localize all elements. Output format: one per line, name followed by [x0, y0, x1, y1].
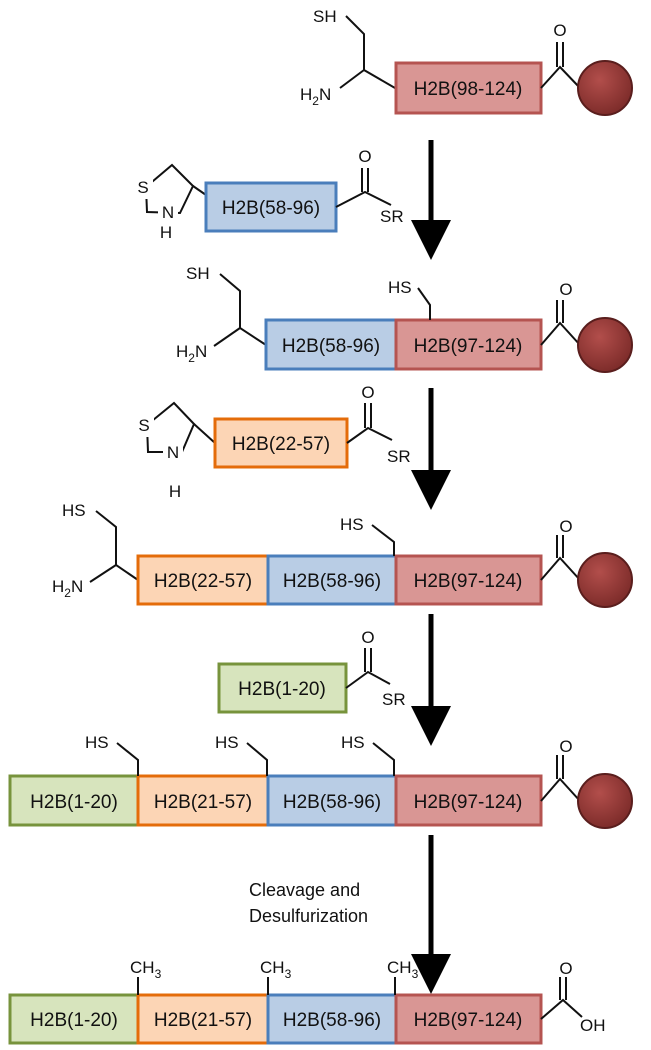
segment-h2b-58-96 [266, 554, 398, 606]
carbonyl-oxygen-label: O [559, 959, 572, 978]
carbonyl-oxygen-label: O [361, 383, 374, 402]
thioester-label: SR [380, 207, 404, 226]
segment-h2b-22-57 [136, 554, 270, 606]
methyl-label: CH3 [130, 958, 162, 981]
segment-h2b-58-96 [204, 181, 338, 233]
carbonyl-oxygen-label: O [559, 280, 572, 299]
carbonyl-oxygen-label: O [553, 21, 566, 40]
segment-label: H2B(21-57) [154, 792, 252, 813]
segment-label: H2B(58-96) [283, 1010, 381, 1031]
amine-label: H2N [300, 85, 331, 108]
thiol-label: SH [313, 7, 337, 26]
resin-bead [577, 552, 633, 608]
thiol-label: HS [62, 501, 86, 520]
thiol-label: HS [85, 733, 109, 752]
thiol-label: HS [340, 515, 364, 534]
segment-label: H2B(97-124) [414, 1010, 523, 1031]
carbonyl-oxygen-label: O [358, 147, 371, 166]
segment-label: H2B(1-20) [30, 1010, 118, 1031]
thioester-label: SR [387, 447, 411, 466]
thiol-label: SH [186, 264, 210, 283]
segment-h2b-97-124 [394, 554, 543, 606]
thiazolidine-h-label: H [160, 223, 172, 242]
step-note-line1: Cleavage and [249, 880, 360, 900]
hydroxyl-label: OH [580, 1016, 606, 1035]
thiazolidine-s-label: S [137, 178, 148, 197]
row-5-product: H2B(1-20) H2B(21-57) H2B(58-96) H2B(97-1… [8, 958, 606, 1045]
segment-label: H2B(97-124) [414, 571, 523, 592]
reagent-thz-h2b-22-57: S N H H2B(22-57) O SR [134, 383, 411, 501]
row-1: SH H2N H2B(98-124) O [300, 7, 633, 116]
segment-h2b-97-124 [394, 774, 543, 827]
segment-label: H2B(58-96) [282, 336, 380, 357]
row-3: HS H2N H2B(22-57) H2B(58-96) H2B(97-124)… [52, 501, 633, 608]
segment-h2b-58-96 [266, 774, 398, 827]
thiol-label: HS [341, 733, 365, 752]
amine-label: H2N [52, 577, 83, 600]
segment-label: H2B(58-96) [283, 792, 381, 813]
segment-label: H2B(22-57) [232, 434, 330, 455]
reagent-thz-h2b-58-96: S N H H2B(58-96) O SR [133, 147, 404, 242]
segment-label: H2B(58-96) [283, 571, 381, 592]
segment-h2b-1-20 [8, 993, 140, 1045]
thiazolidine-n-label: N [167, 443, 179, 462]
segment-h2b-97-124 [394, 318, 543, 371]
segment-h2b-21-57 [136, 993, 270, 1045]
segment-label: H2B(21-57) [154, 1010, 252, 1031]
segment-h2b-98-124 [394, 61, 543, 115]
carbonyl-oxygen-label: O [559, 517, 572, 536]
carbonyl-oxygen-label: O [361, 628, 374, 647]
resin-bead [577, 317, 633, 373]
segment-h2b-1-20 [217, 662, 348, 714]
segment-label: H2B(1-20) [238, 679, 326, 700]
thioester-label: SR [382, 690, 406, 709]
row-4: H2B(1-20) H2B(21-57) H2B(58-96) H2B(97-1… [8, 733, 633, 829]
reagent-h2b-1-20: H2B(1-20) O SR [217, 628, 406, 714]
thiazolidine-s-label: S [138, 416, 149, 435]
amine-label: H2N [176, 342, 207, 365]
methyl-label: CH3 [260, 958, 292, 981]
segment-label: H2B(98-124) [414, 79, 523, 100]
resin-bead [577, 60, 633, 116]
segment-label: H2B(22-57) [154, 571, 252, 592]
step-note-line2: Desulfurization [249, 906, 368, 926]
thiazolidine-n-label: N [162, 203, 174, 222]
resin-bead [577, 773, 633, 829]
segment-label: H2B(97-124) [414, 336, 523, 357]
carbonyl-oxygen-label: O [559, 737, 572, 756]
thiol-label: HS [215, 733, 239, 752]
segment-label: H2B(97-124) [414, 792, 523, 813]
row-2: SH H2N H2B(58-96) H2B(97-124) HS O [176, 264, 633, 373]
segment-h2b-22-57 [213, 417, 349, 469]
thiol-label: HS [388, 278, 412, 297]
methyl-label: CH3 [387, 958, 419, 981]
thiazolidine-h-label: H [169, 482, 181, 501]
segment-label: H2B(58-96) [222, 198, 320, 219]
segment-label: H2B(1-20) [30, 792, 118, 813]
